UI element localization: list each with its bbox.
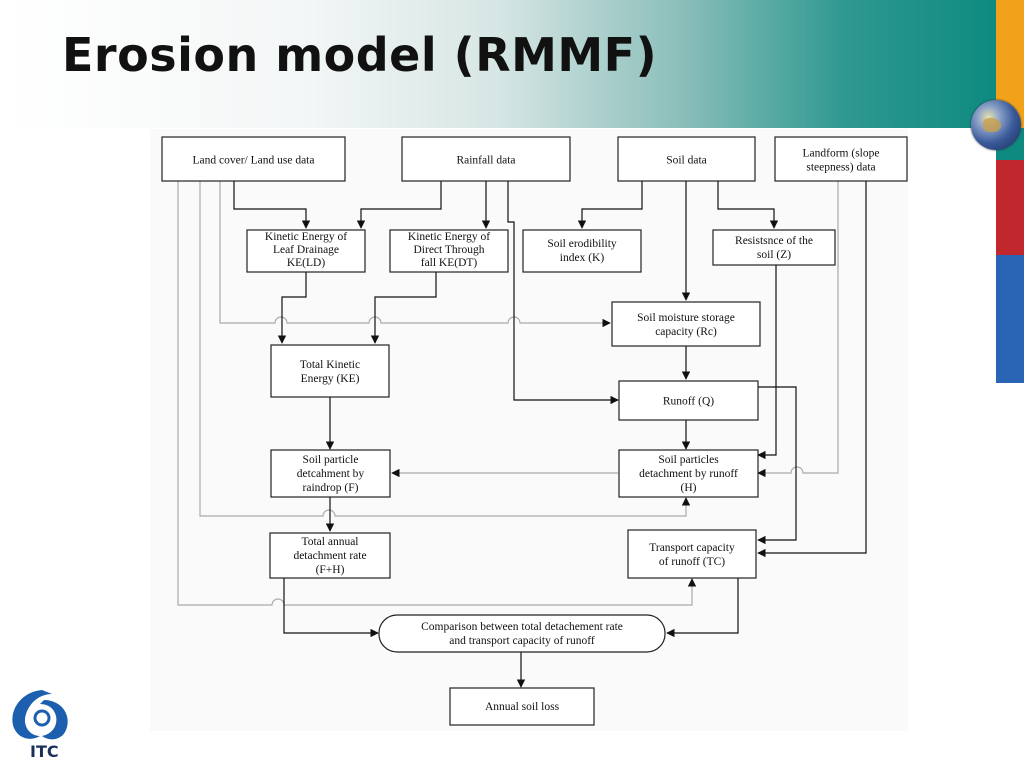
slide-title: Erosion model (RMMF)	[62, 28, 658, 82]
node-annual-loss-label: Annual soil loss	[485, 701, 560, 713]
node-soil-label: Soil data	[666, 155, 707, 167]
blue-stripe	[996, 255, 1024, 383]
node-soil: Soil data	[617, 136, 756, 182]
node-land-cover: Land cover/ Land use data	[161, 136, 346, 182]
globe-icon	[971, 100, 1021, 150]
node-rainfall-label: Rainfall data	[456, 155, 515, 167]
black-connectors	[233, 181, 867, 688]
node-runoff: Runoff (Q)	[618, 380, 759, 421]
node-comparison: Comparison between total detachement rat…	[378, 614, 666, 653]
node-land-cover-label: Land cover/ Land use data	[193, 155, 315, 167]
itc-logo-icon	[12, 690, 68, 740]
logo-text: ITC	[30, 742, 59, 761]
red-stripe	[996, 160, 1024, 255]
node-rainfall: Rainfall data	[401, 136, 571, 182]
node-annual-loss: Annual soil loss	[449, 687, 595, 726]
node-runoff-label: Runoff (Q)	[663, 396, 714, 408]
header-band	[0, 0, 996, 128]
node-comparison-label: Comparison between total detachement rat…	[421, 621, 623, 647]
